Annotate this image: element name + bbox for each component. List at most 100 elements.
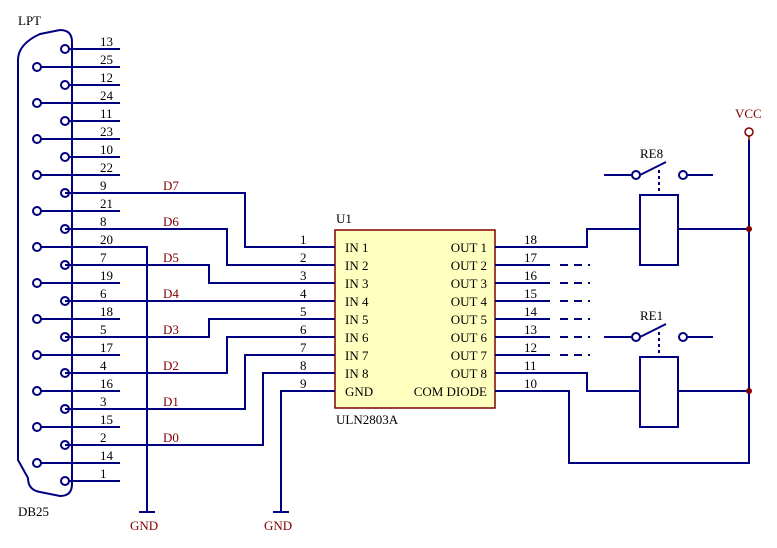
ic-output-label: OUT 7 xyxy=(451,348,488,363)
ic-input-label: IN 8 xyxy=(345,366,368,381)
data-line-label: D5 xyxy=(163,250,179,265)
ic-input-label: IN 1 xyxy=(345,240,368,255)
db25-pin-10-contact xyxy=(60,152,70,162)
vcc-terminal xyxy=(744,127,754,137)
ic-input-label: IN 7 xyxy=(345,348,369,363)
junction-dot-top xyxy=(746,226,752,232)
ic-input-label: IN 5 xyxy=(345,312,368,327)
ic-output-label: OUT 8 xyxy=(451,366,487,381)
db25-pin-number: 4 xyxy=(100,358,107,373)
ic-input-pin-number: 6 xyxy=(300,322,307,337)
db25-pin-number: 17 xyxy=(100,340,114,355)
ic-output-pin-number: 14 xyxy=(524,304,538,319)
db25-pin-number: 24 xyxy=(100,88,114,103)
ic-input-pin-number: 4 xyxy=(300,286,307,301)
db25-pin-number: 18 xyxy=(100,304,113,319)
db25-pin-number: 8 xyxy=(100,214,107,229)
ic-output-pin-number: 12 xyxy=(524,340,537,355)
db25-pin-24-contact xyxy=(32,98,42,108)
ic-input-pin-number: 3 xyxy=(300,268,307,283)
connector-footer: DB25 xyxy=(18,504,49,519)
db25-pin-number: 12 xyxy=(100,70,113,85)
db25-pin-number: 10 xyxy=(100,142,113,157)
ic-output-pin-number: 18 xyxy=(524,232,537,247)
db25-pin-15-contact xyxy=(32,422,42,432)
data-line-label: D7 xyxy=(163,178,179,193)
db25-pin-11-contact xyxy=(60,116,70,126)
ic-part: ULN2803A xyxy=(336,412,399,427)
db25-pin-number: 7 xyxy=(100,250,107,265)
ic-output-label: OUT 5 xyxy=(451,312,487,327)
relay-re8 xyxy=(604,161,713,266)
db25-pin-number: 19 xyxy=(100,268,113,283)
db25-pin-number: 16 xyxy=(100,376,114,391)
output-wires xyxy=(495,140,750,464)
db25-pin-number: 5 xyxy=(100,322,107,337)
db25-pin-number: 1 xyxy=(100,466,107,481)
db25-pin-number: 21 xyxy=(100,196,113,211)
data-line-label: D0 xyxy=(163,430,179,445)
ic-output-label: OUT 4 xyxy=(451,294,488,309)
ic-input-pin-number: 9 xyxy=(300,376,307,391)
db25-pin-18-contact xyxy=(32,314,42,324)
ic-output-pin-number: 16 xyxy=(524,268,538,283)
db25-pin-25-contact xyxy=(32,62,42,72)
ic-input-label: IN 4 xyxy=(345,294,369,309)
connector-title: LPT xyxy=(18,13,41,28)
db25-pin-13-contact xyxy=(60,44,70,54)
ic-output-label: OUT 3 xyxy=(451,276,487,291)
db25-pin-16-contact xyxy=(32,386,42,396)
db25-pin-number: 3 xyxy=(100,394,107,409)
ic-output-label: OUT 1 xyxy=(451,240,487,255)
ic-output-pin-number: 10 xyxy=(524,376,537,391)
db25-pin-number: 2 xyxy=(100,430,107,445)
db25-pin-20-contact xyxy=(32,242,42,252)
data-line-label: D4 xyxy=(163,286,179,301)
data-line-label: D2 xyxy=(163,358,179,373)
ic-input-label: GND xyxy=(345,384,373,399)
data-wires xyxy=(65,192,335,512)
db25-pin-22-contact xyxy=(32,170,42,180)
ic-input-pin-number: 2 xyxy=(300,250,307,265)
ic-body xyxy=(334,229,496,409)
db25-connector-body xyxy=(17,28,73,498)
relay-re8-label: RE8 xyxy=(640,146,663,161)
ic-input-pin-number: 8 xyxy=(300,358,307,373)
ic-output-pin-number: 11 xyxy=(524,358,537,373)
db25-pin-19-contact xyxy=(32,278,42,288)
ic-output-label: OUT 6 xyxy=(451,330,488,345)
db25-pin-23-contact xyxy=(32,134,42,144)
ic-output-pin-number: 13 xyxy=(524,322,537,337)
db25-pin-number: 9 xyxy=(100,178,107,193)
db25-pin-number: 25 xyxy=(100,52,113,67)
db25-pin-14-contact xyxy=(32,458,42,468)
ic-output-label: OUT 2 xyxy=(451,258,487,273)
ic-input-pin-number: 7 xyxy=(300,340,307,355)
relay-re1-label: RE1 xyxy=(640,308,663,323)
db25-pin-1-contact xyxy=(60,476,70,486)
ic-output-label: COM DIODE xyxy=(414,384,487,399)
gnd-mid-label: GND xyxy=(264,518,292,533)
ic-designator: U1 xyxy=(336,211,352,226)
db25-pin-21-contact xyxy=(32,206,42,216)
db25-pin-number: 20 xyxy=(100,232,113,247)
db25-pin-number: 22 xyxy=(100,160,113,175)
ic-output-pin-number: 15 xyxy=(524,286,537,301)
db25-pin-number: 11 xyxy=(100,106,113,121)
data-line-label: D1 xyxy=(163,394,179,409)
db25-pin-number: 6 xyxy=(100,286,107,301)
ic-output-pin-number: 17 xyxy=(524,250,538,265)
ic-input-pin-number: 5 xyxy=(300,304,307,319)
data-line-label: D6 xyxy=(163,214,179,229)
vcc-label: VCC xyxy=(735,106,762,121)
ic-input-label: IN 3 xyxy=(345,276,368,291)
db25-pin-number: 14 xyxy=(100,448,114,463)
db25-pin-17-contact xyxy=(32,350,42,360)
ic-input-label: IN 6 xyxy=(345,330,369,345)
db25-pin-number: 23 xyxy=(100,124,113,139)
ic-input-pin-number: 1 xyxy=(300,232,307,247)
db25-pin-number: 13 xyxy=(100,34,113,49)
data-line-label: D3 xyxy=(163,322,179,337)
